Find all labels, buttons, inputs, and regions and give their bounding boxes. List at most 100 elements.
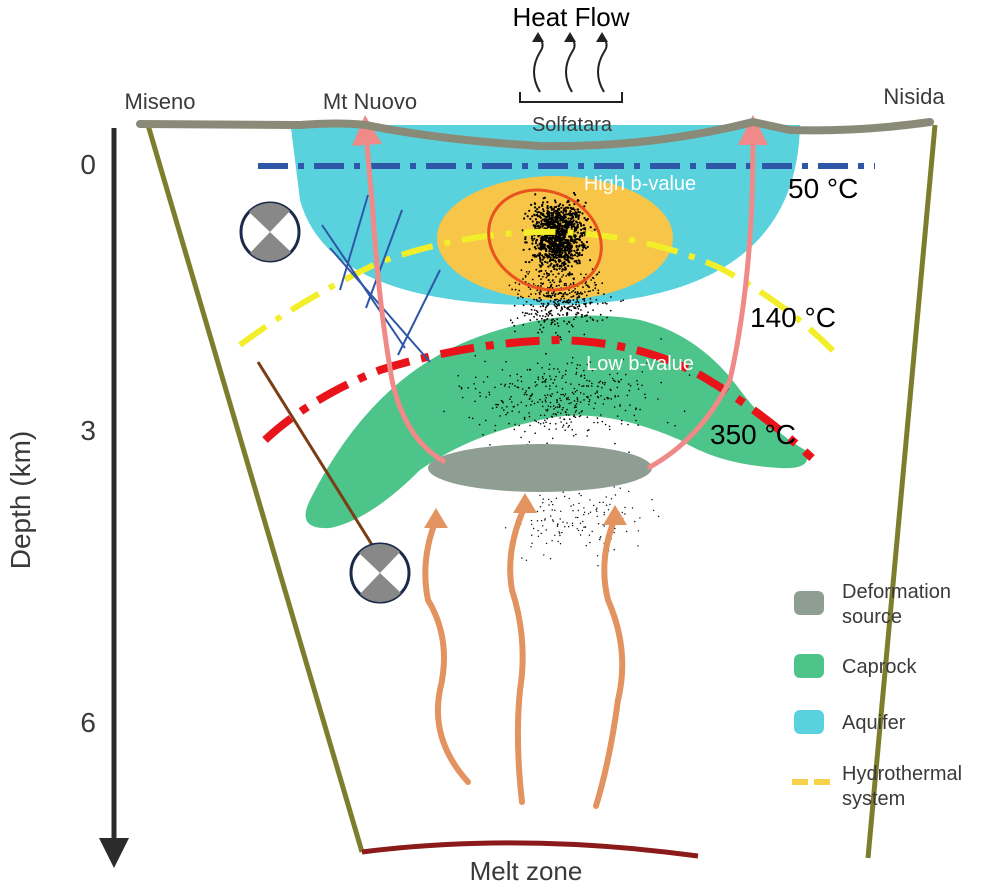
seismic-event-dot [560, 237, 563, 240]
seismic-event-dot [545, 218, 548, 221]
seismic-event-dot [551, 294, 554, 297]
seismic-event-dot [537, 224, 540, 227]
seismic-event-dot [550, 501, 553, 503]
seismic-event-dot [561, 377, 563, 379]
seismic-event-dot [613, 406, 616, 408]
seismic-event-dot [542, 282, 545, 285]
seismic-event-dot [551, 248, 554, 251]
seismic-event-dot [563, 242, 566, 245]
seismic-event-dot [610, 498, 613, 500]
seismic-event-dot [578, 492, 580, 495]
seismic-event-dot [554, 413, 557, 415]
seismic-event-dot [545, 254, 549, 257]
seismic-event-dot [531, 393, 534, 395]
seismic-event-dot [582, 231, 585, 234]
seismic-event-dot [533, 298, 535, 301]
seismic-event-dot [501, 369, 504, 371]
seismic-event-dot [524, 212, 527, 215]
seismic-event-dot [552, 520, 555, 522]
seismic-event-dot [565, 301, 568, 304]
seismic-event-dot [556, 229, 559, 232]
seismic-event-dot [572, 281, 575, 284]
seismic-event-dot [560, 399, 562, 402]
seismic-event-dot [585, 240, 589, 244]
seismic-event-dot [543, 196, 547, 199]
seismic-event-dot [552, 405, 555, 407]
seismic-event-dot [533, 253, 536, 257]
seismic-event-dot [557, 216, 561, 219]
seismic-event-dot [528, 261, 531, 264]
seismic-event-dot [603, 514, 605, 516]
seismic-event-dot [521, 388, 524, 390]
seismic-event-dot [550, 223, 554, 226]
seismic-event-dot [558, 531, 560, 533]
seismic-event-dot [517, 379, 519, 382]
seismic-event-dot [573, 222, 576, 225]
seismic-event-dot [601, 302, 604, 304]
seismic-event-dot [558, 250, 561, 253]
seismic-event-dot [567, 264, 570, 267]
seismic-event-dot [554, 323, 556, 326]
seismic-event-dot [554, 302, 557, 305]
seismic-event-dot [534, 432, 536, 435]
seismic-event-dot [571, 303, 574, 306]
seismic-event-dot [514, 385, 516, 387]
seismic-event-dot [534, 202, 537, 205]
seismic-event-dot [586, 314, 588, 317]
seismic-event-dot [570, 244, 573, 247]
seismic-event-dot [545, 396, 547, 399]
seismic-event-dot [559, 234, 562, 237]
focal-mechanism-lower [349, 542, 411, 604]
seismic-event-dot [591, 318, 594, 321]
melt-heat-arrows [422, 503, 626, 809]
seismic-event-dot [551, 287, 554, 289]
seismic-event-dot [586, 245, 589, 248]
seismic-event-dot [576, 364, 579, 366]
seismic-event-dot [541, 258, 544, 261]
seismic-event-dot [561, 388, 564, 390]
seismic-event-dot [556, 525, 559, 527]
seismic-event-dot [538, 291, 541, 294]
legend-label-deformation-1: Deformation [842, 581, 951, 603]
seismic-event-dot [509, 398, 511, 401]
seismic-event-dot [644, 396, 647, 399]
seismic-event-dot [544, 381, 547, 383]
seismic-event-dot [540, 237, 543, 240]
seismic-event-dot [549, 256, 552, 259]
seismic-event-dot [552, 292, 555, 295]
seismic-event-dot [577, 516, 579, 519]
label-mt-nuovo: Mt Nuovo [323, 89, 417, 114]
seismic-event-dot [475, 376, 477, 379]
seismic-event-dot [570, 296, 573, 298]
seismic-event-dot [554, 201, 557, 204]
seismic-event-dot [529, 217, 532, 220]
seismic-event-dot [534, 247, 537, 250]
seismic-event-dot [578, 412, 581, 414]
seismic-event-dot [553, 224, 556, 228]
seismic-event-dot [560, 253, 563, 256]
seismic-event-dot [558, 224, 561, 227]
seismic-event-dot [539, 265, 542, 268]
seismic-event-dot [560, 338, 562, 341]
melt-heat-arrow-right [593, 515, 626, 809]
seismic-event-dot [646, 362, 648, 364]
seismic-event-dot [570, 214, 573, 217]
seismic-event-dot [520, 380, 523, 383]
seismic-event-dot [536, 311, 539, 313]
seismic-event-dot [590, 394, 592, 397]
seismic-event-dot [578, 502, 580, 505]
seismic-event-dot [458, 385, 461, 388]
seismic-event-dot [571, 254, 574, 257]
seismic-event-dot [570, 239, 573, 242]
seismic-event-dot [540, 302, 543, 305]
seismic-event-dot [471, 417, 474, 420]
seismic-event-dot [557, 325, 560, 327]
seismic-event-dot [557, 368, 559, 370]
seismic-event-dot [578, 383, 580, 386]
seismic-event-dot [479, 395, 482, 398]
seismic-event-dot [541, 401, 544, 403]
seismic-event-dot [543, 319, 545, 321]
seismic-event-dot [544, 315, 547, 318]
seismic-event-dot [581, 249, 584, 252]
seismic-event-dot [547, 311, 550, 314]
